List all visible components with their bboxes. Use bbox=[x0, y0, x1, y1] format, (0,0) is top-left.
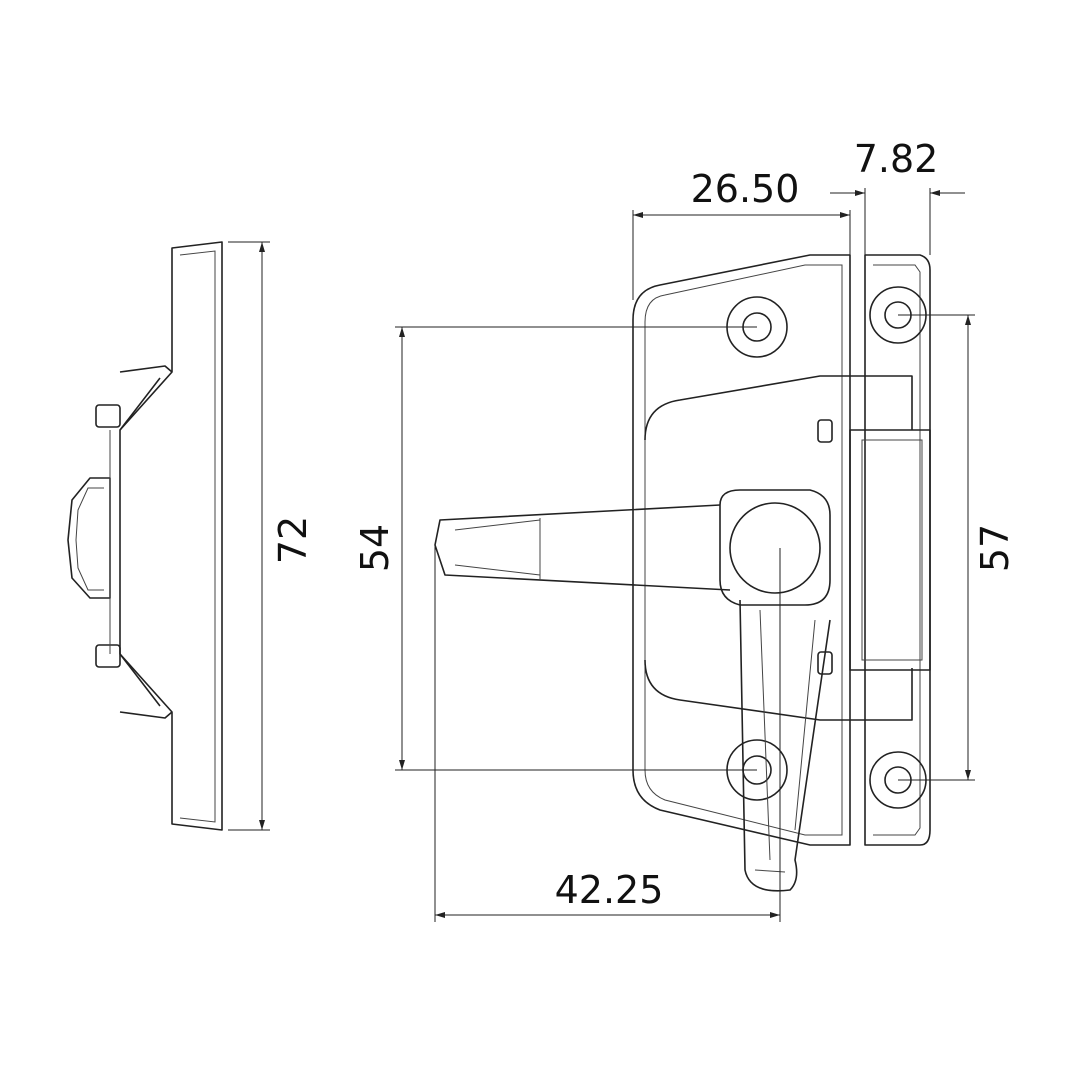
dim-label-57: 57 bbox=[973, 524, 1017, 572]
dimensions bbox=[228, 188, 975, 922]
dim-label-26-50: 26.50 bbox=[691, 167, 800, 211]
side-view bbox=[67, 241, 223, 831]
dim-label-54: 54 bbox=[353, 524, 397, 572]
dim-label-7-82: 7.82 bbox=[854, 137, 939, 181]
dim-label-72: 72 bbox=[271, 516, 315, 564]
front-view bbox=[434, 254, 931, 892]
dim-label-42-25: 42.25 bbox=[555, 868, 664, 912]
